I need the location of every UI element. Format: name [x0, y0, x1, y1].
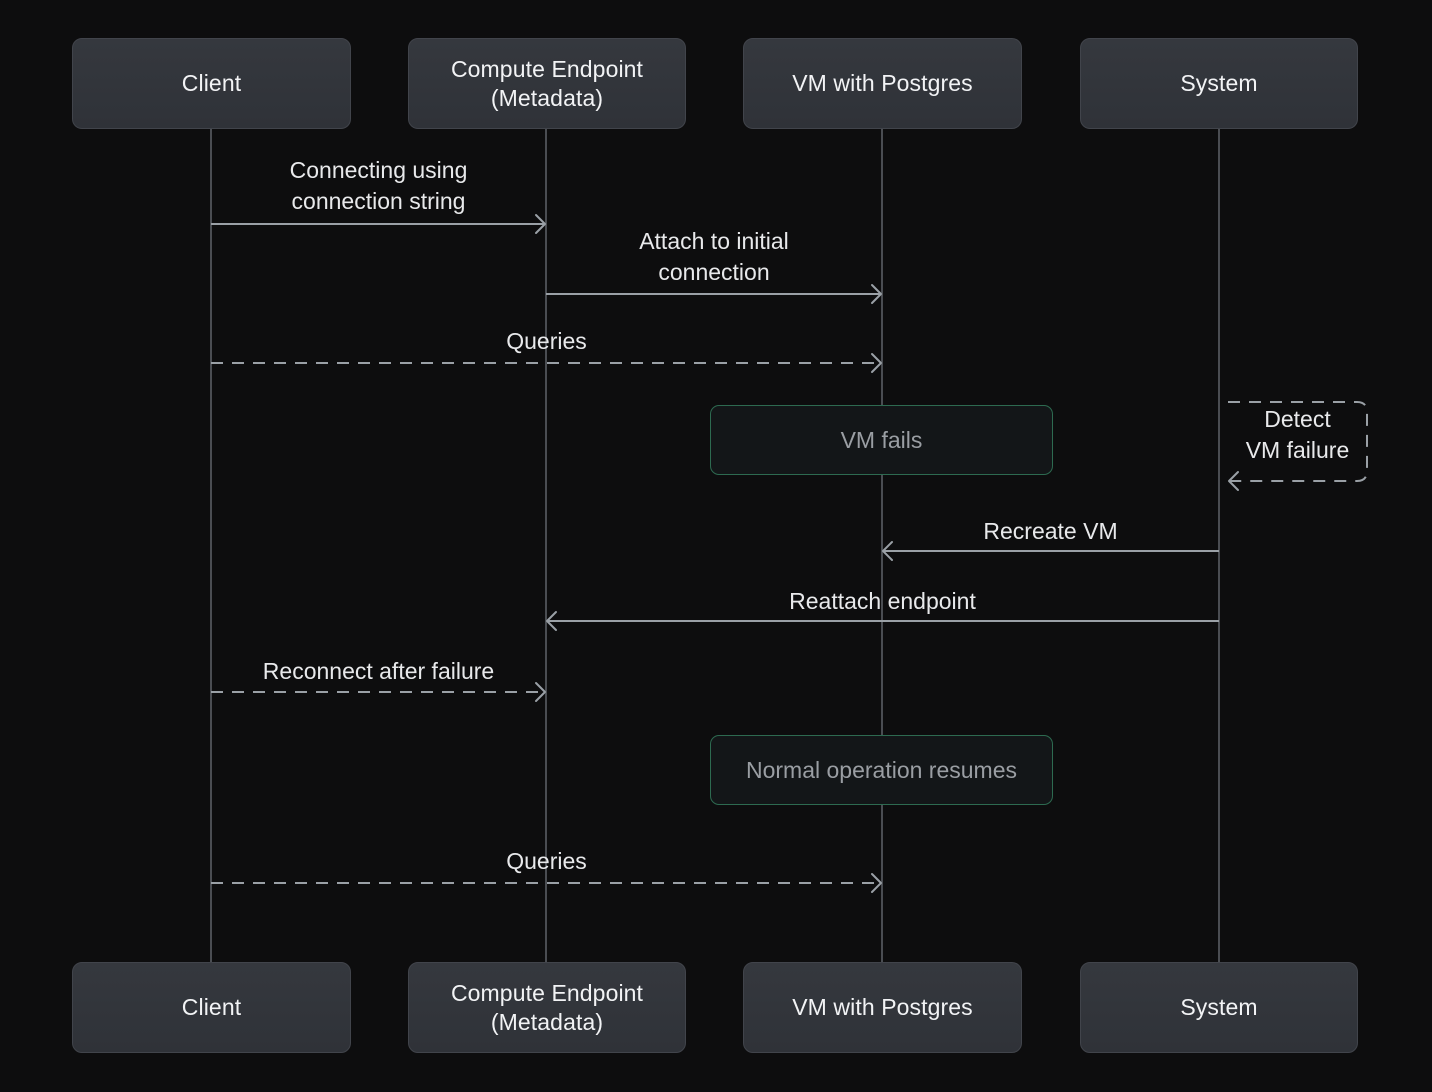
- participant-compute-bottom[interactable]: Compute Endpoint (Metadata): [408, 962, 686, 1053]
- participant-label: Compute Endpoint (Metadata): [443, 979, 651, 1035]
- message-label-reconnect-after-failure: Reconnect after failure: [263, 656, 494, 687]
- participant-system-bottom[interactable]: System: [1080, 962, 1358, 1053]
- participant-compute-top[interactable]: Compute Endpoint (Metadata): [408, 38, 686, 129]
- participant-label: Client: [174, 69, 249, 97]
- message-label-queries-2: Queries: [506, 846, 587, 877]
- note-vm-fails: VM fails: [710, 405, 1053, 475]
- participant-client-top[interactable]: Client: [72, 38, 351, 129]
- note-label: VM fails: [841, 427, 923, 454]
- self-message-label-detect-vm-failure: Detect VM failure: [1228, 404, 1367, 465]
- note-normal-operation-resumes: Normal operation resumes: [710, 735, 1053, 805]
- message-label-attach-initial: Attach to initial connection: [639, 226, 789, 287]
- participant-label: Compute Endpoint (Metadata): [443, 55, 651, 111]
- message-label-recreate-vm: Recreate VM: [983, 516, 1117, 547]
- message-label-connecting: Connecting using connection string: [290, 155, 468, 216]
- message-label-reattach-endpoint: Reattach endpoint: [789, 586, 976, 617]
- participant-label: Client: [174, 993, 249, 1021]
- participant-client-bottom[interactable]: Client: [72, 962, 351, 1053]
- participant-label: System: [1172, 69, 1265, 97]
- participant-vm-top[interactable]: VM with Postgres: [743, 38, 1022, 129]
- participant-vm-bottom[interactable]: VM with Postgres: [743, 962, 1022, 1053]
- participant-label: VM with Postgres: [784, 69, 981, 97]
- participant-label: VM with Postgres: [784, 993, 981, 1021]
- note-label: Normal operation resumes: [746, 757, 1017, 784]
- message-label-queries-1: Queries: [506, 326, 587, 357]
- participant-system-top[interactable]: System: [1080, 38, 1358, 129]
- participant-label: System: [1172, 993, 1265, 1021]
